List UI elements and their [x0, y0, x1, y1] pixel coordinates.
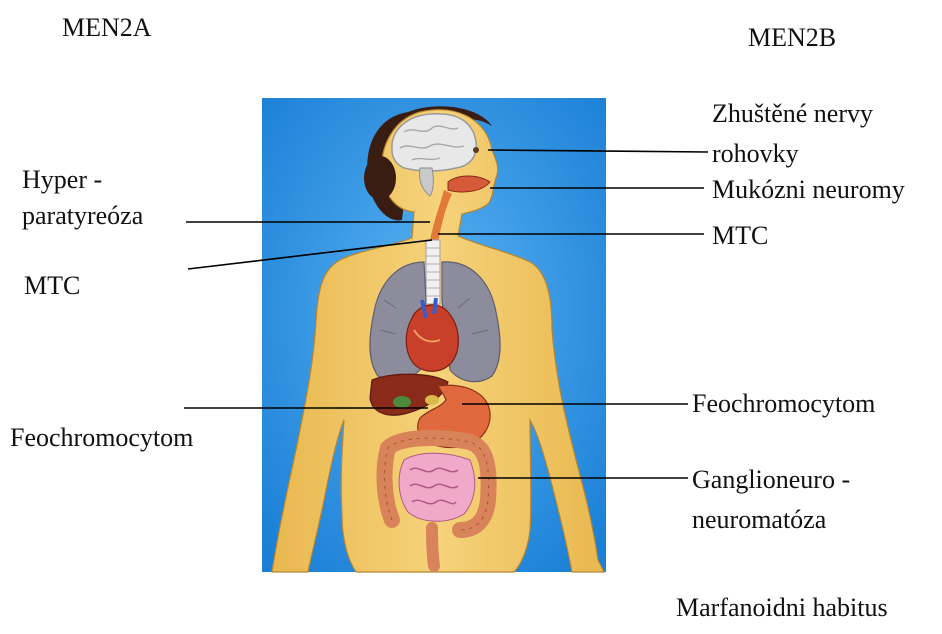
rectum — [432, 528, 434, 566]
label-hyperparathyroidism-line1: Hyper - — [22, 162, 102, 198]
label-feochromocytom-left: Feochromocytom — [10, 420, 193, 456]
heart — [406, 305, 458, 371]
label-mucosal-neuromas: Mukózni neuromy — [712, 172, 905, 208]
gallbladder — [393, 396, 411, 408]
label-ganglioneuromatosis-line2: neuromatóza — [692, 502, 826, 538]
brain — [392, 114, 476, 171]
label-mtc-right: MTC — [712, 218, 768, 254]
label-corneal-nerves-line2: rohovky — [712, 136, 799, 172]
eye — [473, 147, 479, 153]
label-feochromocytom-right: Feochromocytom — [692, 386, 875, 422]
label-hyperparathyroidism-line2: paratyreóza — [22, 198, 143, 234]
small-intestine — [399, 453, 475, 521]
hair-bun — [364, 156, 396, 200]
men2a-header: MEN2A — [62, 10, 152, 46]
label-ganglioneuromatosis-line1: Ganglioneuro - — [692, 462, 850, 498]
men2b-header: MEN2B — [748, 20, 836, 56]
adrenal-gland — [425, 395, 439, 405]
label-corneal-nerves-line1: Zhuštěné nervy — [712, 96, 873, 132]
label-marfanoid-habitus: Marfanoidni habitus — [676, 590, 888, 626]
label-mtc-left: MTC — [24, 268, 80, 304]
